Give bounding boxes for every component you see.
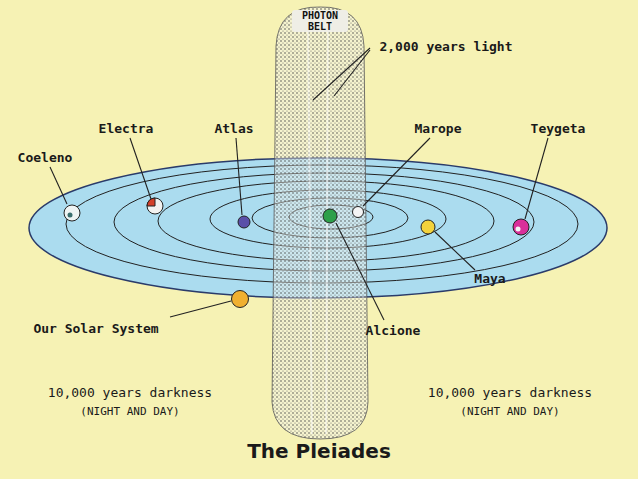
star-name: Alcione (366, 323, 421, 338)
period-note: (NIGHT AND DAY) (460, 405, 559, 418)
diagram-title: The Pleiades (247, 439, 391, 463)
star-name: Maya (474, 271, 505, 286)
stars (64, 198, 529, 308)
belt-name: PHOTON BELT (292, 10, 348, 32)
period-label: 10,000 years darkness (48, 385, 212, 400)
belt-shape (268, 4, 372, 442)
solar-system-label: Our Solar System (33, 321, 158, 336)
star-name: Teygeta (531, 121, 586, 136)
star-name: Coeleno (18, 150, 73, 165)
photon-belt: PHOTON BELT (268, 4, 372, 442)
star-name: Marope (415, 121, 462, 136)
light-streak (308, 24, 328, 434)
leader-lines (50, 48, 548, 320)
period-label: 10,000 years darkness (428, 385, 592, 400)
star-name: Electra (99, 121, 154, 136)
star-name: Atlas (214, 121, 253, 136)
period-note: (NIGHT AND DAY) (80, 405, 179, 418)
period-label: 2,000 years light (379, 39, 512, 54)
